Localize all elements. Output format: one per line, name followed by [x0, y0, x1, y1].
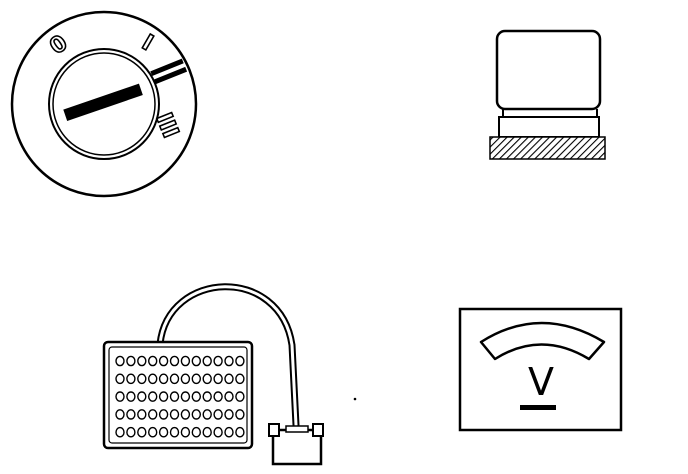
test-box-pin — [126, 355, 136, 367]
test-box-pin — [147, 373, 158, 385]
test-box-pin — [235, 409, 245, 420]
test-box-pin — [224, 373, 234, 385]
test-box-pin — [180, 391, 191, 402]
test-box-pin — [147, 426, 158, 438]
test-box-pin — [180, 355, 191, 367]
test-box-pin — [158, 391, 169, 402]
voltmeter-scale-arc — [479, 321, 606, 361]
test-box-pin — [213, 391, 223, 402]
test-box-pin — [137, 355, 147, 367]
test-box-pin — [126, 373, 136, 385]
test-box-pin — [191, 409, 202, 420]
test-box-pin — [115, 409, 125, 420]
stray-dot — [353, 397, 357, 401]
test-box-pin — [213, 426, 223, 438]
svg-text:I: I — [137, 30, 157, 56]
test-box-pin — [115, 373, 125, 385]
test-box-pin — [224, 355, 234, 367]
test-box-pin — [235, 355, 245, 367]
test-box-pin — [137, 373, 147, 385]
test-box-pin — [213, 409, 223, 420]
fuse-body — [495, 29, 602, 111]
test-box-pin — [224, 391, 234, 402]
test-box-pin — [180, 426, 191, 438]
test-box-with-cable-icon — [102, 283, 324, 466]
test-box-pin — [115, 426, 125, 438]
switch-position-0: 0 — [45, 30, 73, 61]
switch-position-3: III — [150, 109, 184, 143]
test-box-pin — [158, 355, 169, 367]
test-box-pin — [202, 391, 212, 402]
svg-text:III: III — [150, 109, 182, 141]
test-box-pin — [115, 355, 125, 367]
test-box-pin — [169, 355, 180, 367]
plug-cable-grip — [285, 425, 309, 433]
test-box-pin — [169, 426, 180, 438]
test-box-pin — [235, 391, 245, 402]
test-box-pin — [137, 391, 147, 402]
plug-latch-left — [268, 423, 280, 437]
test-box-pin — [191, 355, 202, 367]
fuse-on-ground-icon — [489, 29, 606, 160]
test-box-pin — [169, 391, 180, 402]
test-box-pin — [191, 426, 202, 438]
test-box-pin — [126, 391, 136, 402]
test-box-pin — [191, 373, 202, 385]
test-box-pin — [235, 373, 245, 385]
ignition-switch-icon: 0 I II III — [10, 10, 198, 198]
test-box-pin — [115, 391, 125, 402]
voltmeter-icon: V — [458, 307, 623, 432]
test-box-pin — [169, 373, 180, 385]
switch-outer-ring — [10, 10, 198, 198]
test-box-pin — [202, 409, 212, 420]
test-box-pin — [147, 391, 158, 402]
voltmeter-symbol: V — [528, 360, 554, 404]
pin-grid — [115, 355, 245, 438]
test-box-pin — [224, 409, 234, 420]
test-box-pin — [126, 426, 136, 438]
test-box-pin — [180, 409, 191, 420]
switch-key-bar — [63, 83, 143, 122]
cable-inner — [158, 285, 298, 427]
test-box-pin — [137, 409, 147, 420]
switch-inner-ring-2 — [52, 52, 156, 156]
test-box-pin — [147, 409, 158, 420]
test-box-pin — [158, 426, 169, 438]
test-box-pin — [169, 409, 180, 420]
test-box-pin — [235, 426, 245, 438]
test-box-pin — [202, 355, 212, 367]
plug-latch-right — [312, 423, 324, 437]
test-box-pin — [126, 409, 136, 420]
test-box-inner-frame — [108, 346, 248, 444]
test-box-pin — [147, 355, 158, 367]
test-box-pin — [202, 426, 212, 438]
test-box-pin — [137, 426, 147, 438]
test-box-pin — [224, 426, 234, 438]
test-box-pin — [180, 373, 191, 385]
svg-text:0: 0 — [45, 31, 72, 60]
test-box-pin — [202, 373, 212, 385]
test-box-pin — [158, 373, 169, 385]
test-box-pin — [158, 409, 169, 420]
switch-position-2: II — [150, 58, 188, 85]
fuse-base — [498, 116, 600, 138]
switch-position-1: I — [137, 30, 158, 57]
switch-inner-ring — [48, 48, 160, 160]
test-box-pin — [191, 391, 202, 402]
ground-hatching — [489, 136, 606, 160]
test-box-pin — [213, 373, 223, 385]
test-box-pin — [213, 355, 223, 367]
voltmeter-underline — [520, 405, 556, 410]
